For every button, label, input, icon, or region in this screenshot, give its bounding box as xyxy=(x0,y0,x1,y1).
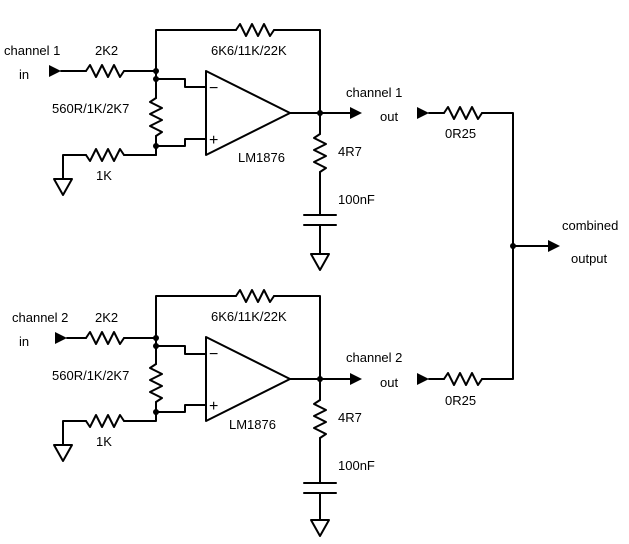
wire xyxy=(123,411,157,422)
channel-1-opamp-minus: − xyxy=(209,80,218,97)
wire xyxy=(155,70,207,88)
wire xyxy=(62,154,87,180)
channel-2-zobel-capacitor-label: 100nF xyxy=(338,458,375,473)
channel-2-output-resistor xyxy=(443,372,483,386)
channel-2-output-label-out: out xyxy=(380,375,398,390)
channel-2-feedback-wire xyxy=(155,295,237,339)
channel-1-feedback-resistor xyxy=(235,23,275,37)
combined-output-label-2: output xyxy=(571,251,608,266)
channel-2-input-label-in: in xyxy=(19,334,29,349)
wire xyxy=(273,29,321,114)
channel-2-output-label: channel 2 xyxy=(346,350,402,365)
channel-1-output-arrow xyxy=(350,107,362,119)
channel-2-input-resistor-label: 2K2 xyxy=(95,310,118,325)
channel-2-zobel-resistor-label: 4R7 xyxy=(338,410,362,425)
channel-1-opamp-plus: + xyxy=(209,132,218,149)
channel-1-zobel-capacitor xyxy=(303,214,337,226)
junction-dot xyxy=(153,76,159,82)
channel-1-ground-resistor-label: 1K xyxy=(96,168,112,183)
channel-1-zobel-resistor-label: 4R7 xyxy=(338,144,362,159)
channel-1-feedback-resistor-label: 6K6/11K/22K xyxy=(211,43,287,58)
channel-2-output-arrow xyxy=(350,373,362,385)
channel-2-zobel-capacitor xyxy=(303,482,337,494)
channel-1-output-resistor xyxy=(443,106,483,120)
channel-2-bias-resistor xyxy=(149,363,163,403)
channel-2-zobel-resistor xyxy=(313,399,327,439)
wire xyxy=(62,420,87,446)
channel-1-output-label-out: out xyxy=(380,109,398,124)
channel-1-input-label: channel 1 xyxy=(4,43,60,58)
wire xyxy=(155,337,207,355)
channel-1-ground-resistor xyxy=(85,148,125,162)
channel-1-input-resistor-label: 2K2 xyxy=(95,43,118,58)
channel-2-input-arrow xyxy=(55,332,67,344)
channel-1-zobel-capacitor-label: 100nF xyxy=(338,192,375,207)
channel-2-ground-resistor xyxy=(85,414,125,428)
channel-2-feedback-resistor-label: 6K6/11K/22K xyxy=(211,309,287,324)
wire xyxy=(481,112,514,247)
combined-output: combined output xyxy=(510,218,618,266)
combined-output-label: combined xyxy=(562,218,618,233)
channel-1-amp-label: LM1876 xyxy=(238,150,285,165)
channel-1-feedback-wire xyxy=(155,29,237,72)
channel-1-zobel-ground-symbol xyxy=(310,253,330,271)
channel-2-feedback-resistor xyxy=(235,289,275,303)
channel-1-ground-symbol xyxy=(53,178,73,196)
channel-1-input-label-in: in xyxy=(19,67,29,82)
channel-1-bias-resistor-label: 560R/1K/2K7 xyxy=(52,101,129,116)
channel-1-input-arrow xyxy=(49,65,61,77)
channel-1-bias-resistor xyxy=(149,97,163,137)
junction-dot xyxy=(153,343,159,349)
channel-1-input-resistor xyxy=(85,64,125,78)
channel-2-opamp-minus: − xyxy=(209,346,218,363)
wire xyxy=(481,245,514,380)
channel-1-circuit: channel 1 in 2K2 6K6/11K/22K 560R/1K/2K7 xyxy=(4,23,514,271)
channel-2-zobel-ground-symbol xyxy=(310,519,330,537)
channel-1-output-label: channel 1 xyxy=(346,85,402,100)
channel-2-ground-resistor-label: 1K xyxy=(96,434,112,449)
channel-2-output-resistor-label: 0R25 xyxy=(445,393,476,408)
channel-2-opamp xyxy=(205,336,291,422)
channel-1-combiner-arrow xyxy=(417,107,429,119)
channel-2-circuit: channel 2 in 2K2 6K6/11K/22K 560R/1K/2K7… xyxy=(12,245,514,537)
channel-2-opamp-plus: + xyxy=(209,398,218,415)
channel-2-ground-symbol xyxy=(53,444,73,462)
channel-1-zobel-resistor xyxy=(313,133,327,173)
wire xyxy=(155,404,207,413)
channel-2-amp-label: LM1876 xyxy=(229,417,276,432)
channel-2-input-resistor xyxy=(85,331,125,345)
channel-1-output-resistor-label: 0R25 xyxy=(445,126,476,141)
combined-output-arrow xyxy=(548,240,560,252)
channel-1-opamp xyxy=(205,70,291,156)
wire xyxy=(273,295,321,380)
channel-2-combiner-arrow xyxy=(417,373,429,385)
channel-2-input-label: channel 2 xyxy=(12,310,68,325)
wire xyxy=(155,138,207,147)
channel-2-bias-resistor-label: 560R/1K/2K7 xyxy=(52,368,129,383)
